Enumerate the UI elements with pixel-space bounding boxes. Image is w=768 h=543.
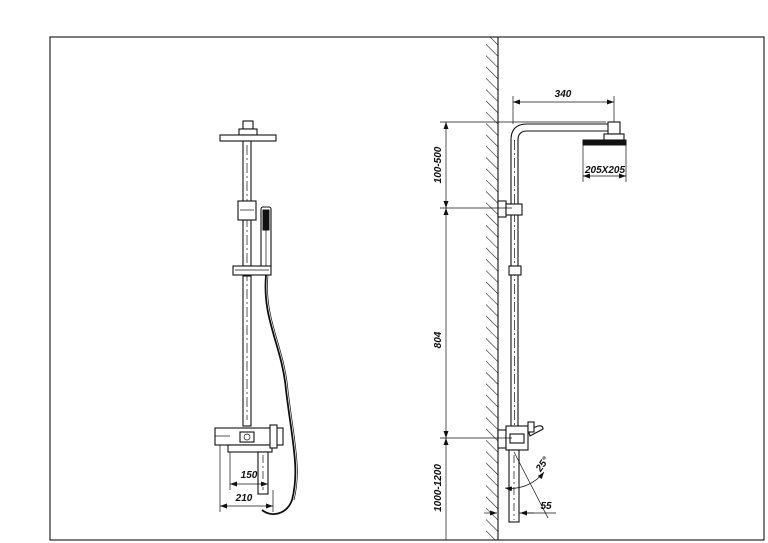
wall-hatching (486, 37, 499, 540)
front-hose (261, 274, 297, 515)
front-dimension-150: 150 (229, 452, 269, 490)
dimension-label-205x205: 205X205 (584, 165, 625, 176)
dimension-label-340: 340 (555, 89, 572, 100)
dimension-label-100-500: 100-500 (433, 146, 444, 183)
dimension-label-804: 804 (433, 331, 444, 348)
side-riser-pipe (510, 123, 612, 475)
front-slide-bracket (232, 265, 272, 276)
dimension-label-55: 55 (540, 501, 552, 512)
side-shower-head (582, 121, 627, 182)
side-dimension-340: 340 (512, 89, 615, 124)
side-dimension-55: 55 (484, 501, 556, 522)
dimension-label-150: 150 (241, 470, 258, 481)
side-outlet (508, 449, 520, 523)
dimension-label-1000-1200: 1000-1200 (433, 464, 444, 512)
side-upper-wall-bracket (497, 200, 523, 218)
side-dimension-205x205: 205X205 (583, 165, 626, 179)
front-shower-head (219, 120, 277, 142)
side-mixer-valve (497, 421, 544, 451)
front-hand-shower (260, 206, 272, 270)
dimension-label-210: 210 (235, 493, 253, 504)
front-upper-joint (237, 200, 257, 221)
drawing-border (49, 36, 765, 541)
front-mixer-valve (214, 424, 284, 453)
dimension-label-25-degrees: 25° (534, 454, 553, 474)
front-view: 150 210 (214, 120, 298, 515)
front-dimension-210: 210 (219, 445, 274, 512)
side-slide-bracket (508, 265, 522, 276)
front-riser-pipe (242, 140, 252, 427)
side-dimension-chain: 100-500 804 1000-1200 (433, 122, 449, 540)
side-view: 100-500 804 1000-1200 340 205X205 25° (433, 37, 627, 540)
